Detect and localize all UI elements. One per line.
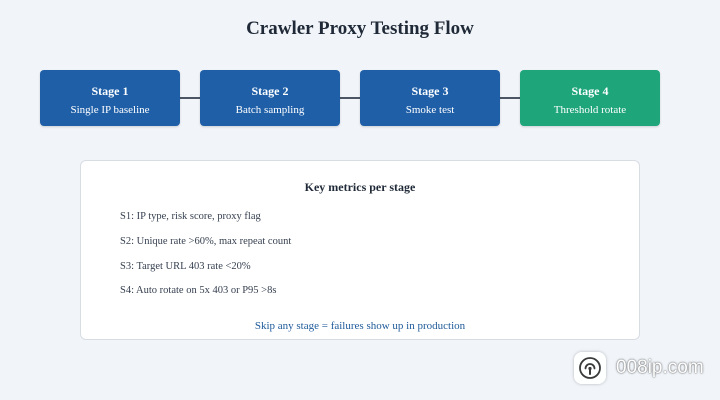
stage-subtitle: Batch sampling (235, 104, 305, 116)
metrics-footer-note: Skip any stage = failures show up in pro… (254, 320, 466, 332)
watermark-text: 008ip.com (616, 357, 704, 378)
metrics-panel: Key metrics per stage S1: IP type, risk … (80, 160, 640, 340)
stage-2-box: Stage 2 Batch sampling (200, 70, 340, 126)
watermark-logo-icon (574, 352, 606, 384)
stage-4-box: Stage 4 Threshold rotate (520, 70, 660, 126)
stage-title: Stage 2 (251, 84, 289, 98)
stage-subtitle: Smoke test (405, 104, 455, 116)
stage-subtitle: Single IP baseline (70, 104, 150, 116)
watermark: 008ip.com (574, 352, 714, 388)
connector-3-4 (500, 97, 520, 99)
stage-title: Stage 4 (571, 84, 609, 98)
metric-item: S2: Unique rate >60%, max repeat count (120, 236, 292, 247)
connector-2-3 (340, 97, 360, 99)
stage-1-box: Stage 1 Single IP baseline (40, 70, 180, 126)
metric-item: S1: IP type, risk score, proxy flag (120, 211, 261, 222)
stage-3-box: Stage 3 Smoke test (360, 70, 500, 126)
metric-item: S3: Target URL 403 rate <20% (120, 261, 251, 272)
metrics-heading: Key metrics per stage (304, 180, 416, 194)
connector-1-2 (180, 97, 200, 99)
diagram-title: Crawler Proxy Testing Flow (246, 18, 474, 39)
stage-title: Stage 1 (91, 84, 129, 98)
stage-subtitle: Threshold rotate (553, 104, 627, 116)
stage-title: Stage 3 (411, 84, 449, 98)
metric-item: S4: Auto rotate on 5x 403 or P95 >8s (120, 285, 277, 296)
